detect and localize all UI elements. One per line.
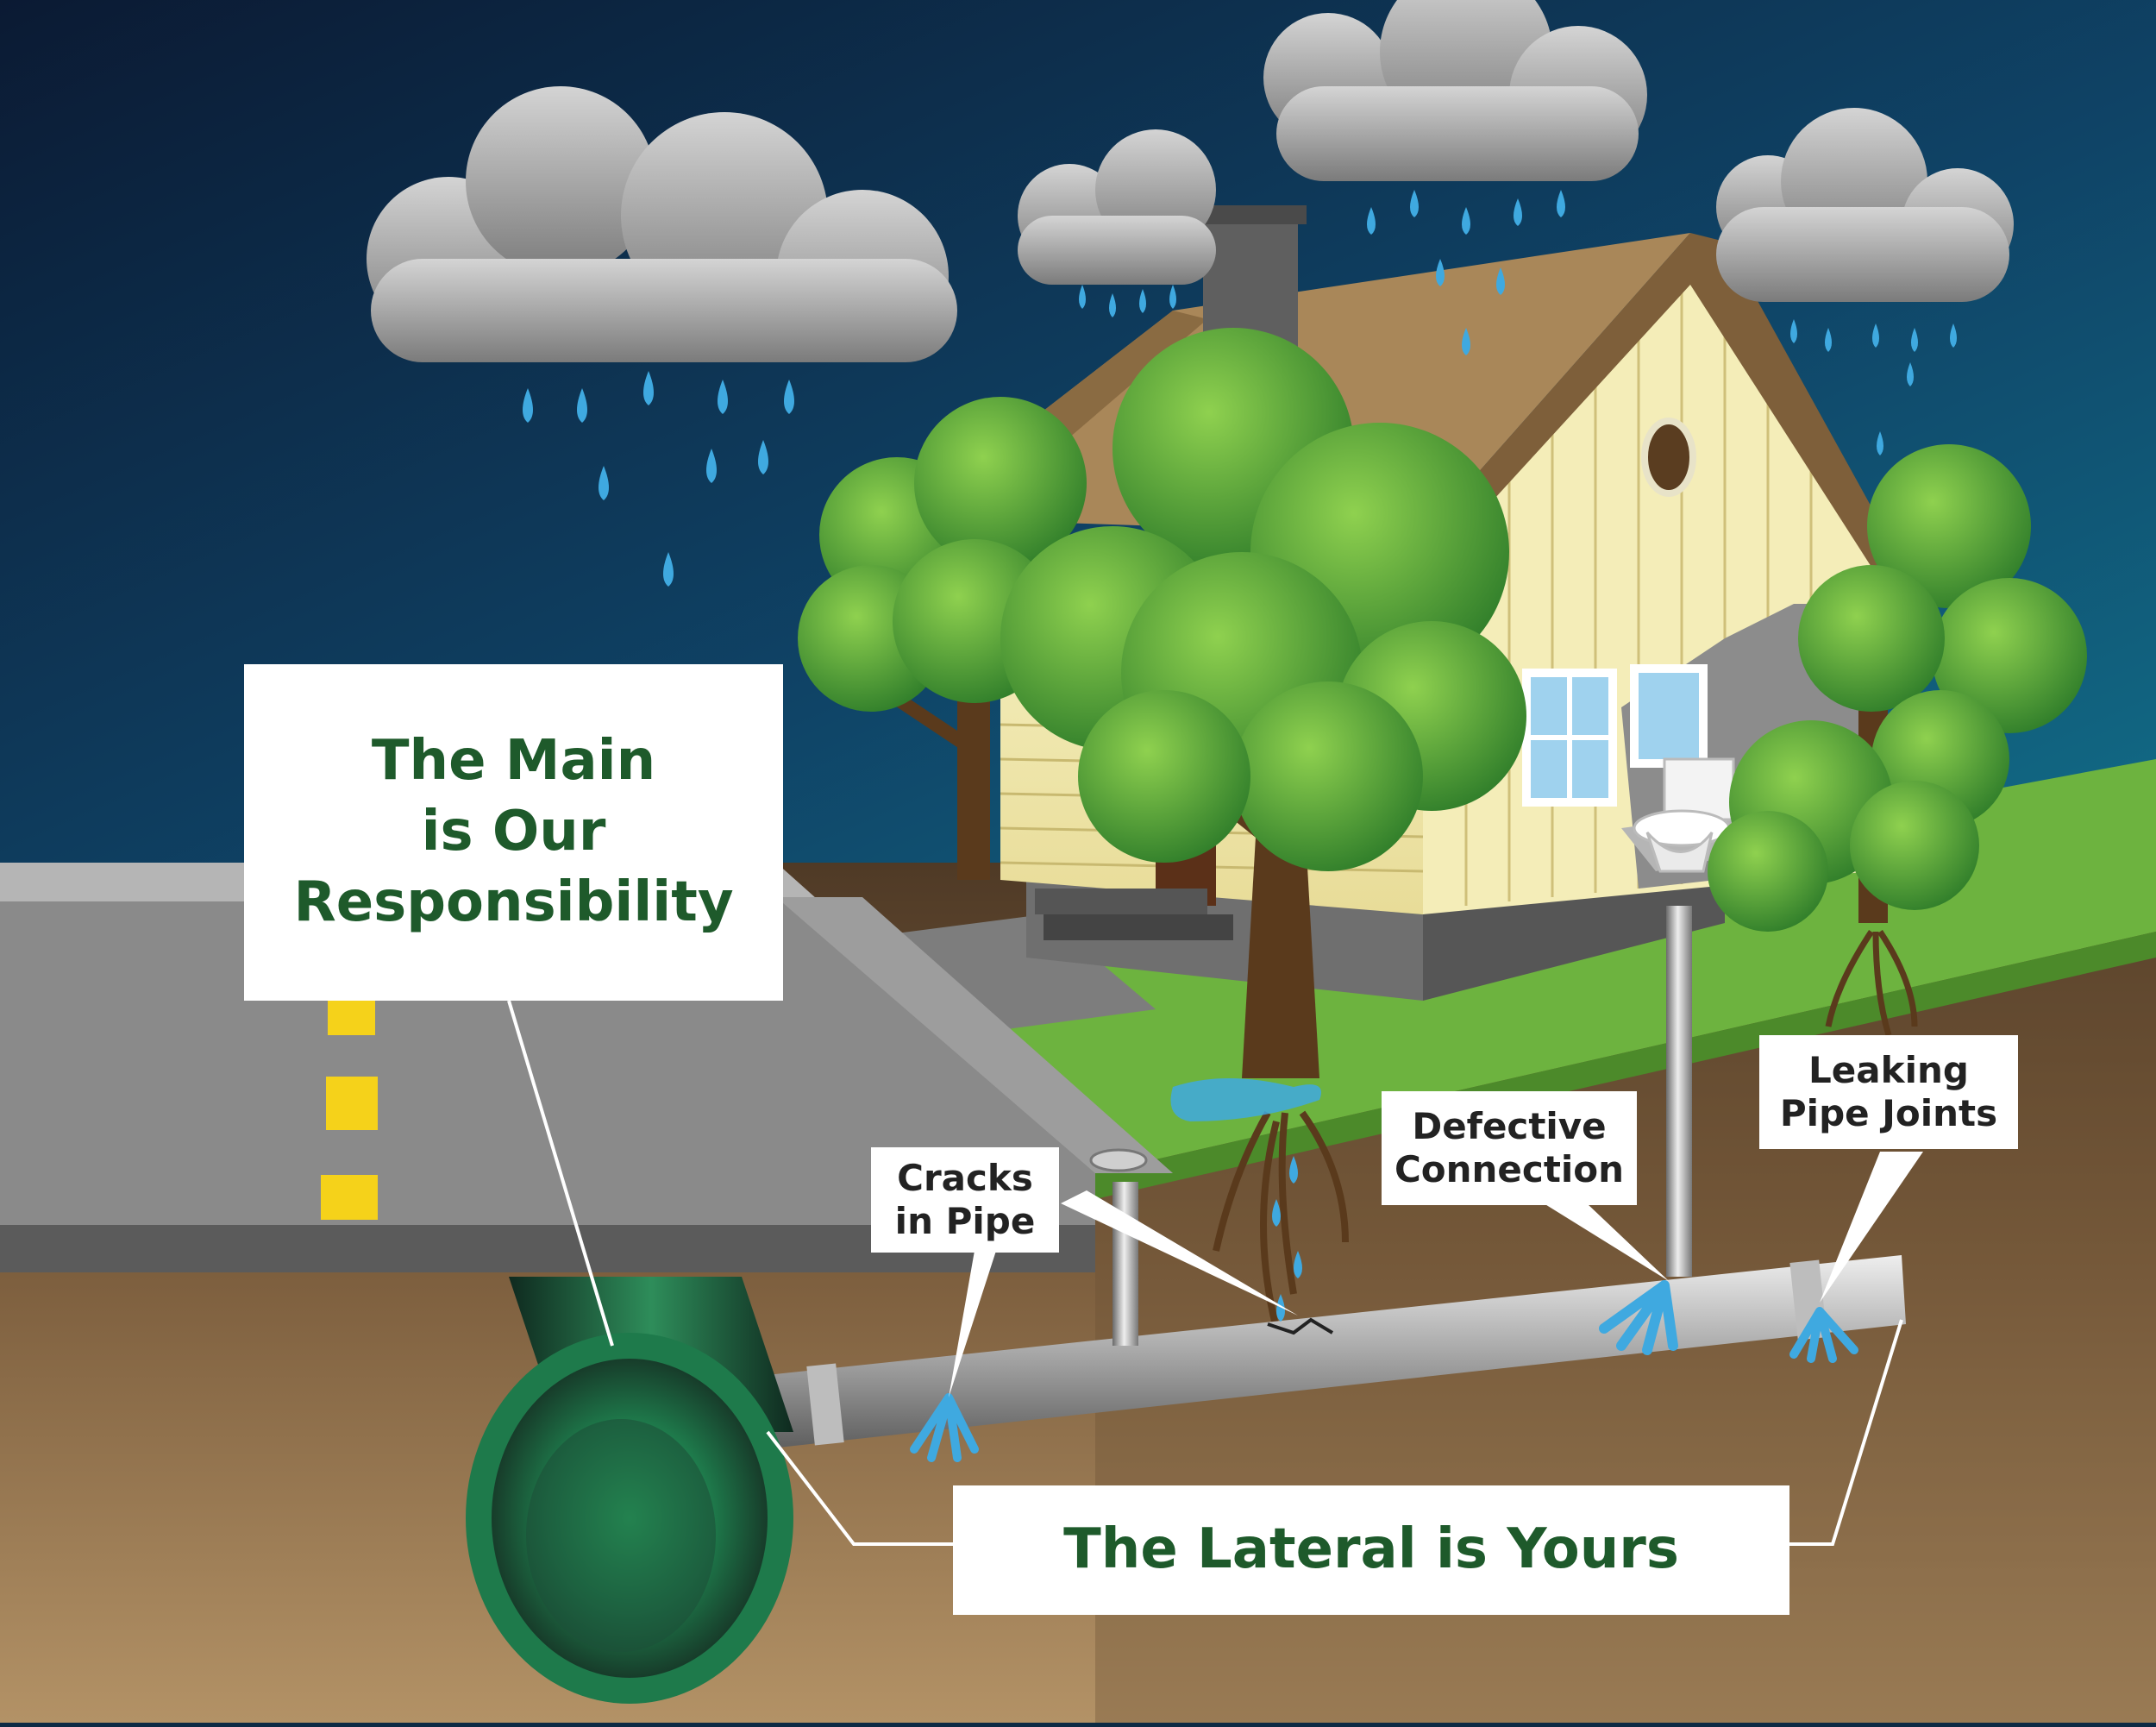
leaking-pipe-joints-label: Leaking Pipe Joints — [1759, 1035, 2018, 1149]
cracks-label-line: in Pipe — [894, 1200, 1036, 1242]
defective-label-line: Defective — [1412, 1105, 1607, 1148]
house-window — [1630, 664, 1708, 768]
cloud — [1263, 0, 1647, 181]
road-stripe — [321, 1175, 378, 1220]
cracks-in-pipe-label: Cracks in Pipe — [871, 1147, 1059, 1253]
pointer-lateral-left — [766, 1430, 953, 1546]
leak-joint — [1789, 1307, 1858, 1363]
callout-tail-cracks-2 — [1061, 1190, 1298, 1316]
sidewalk — [776, 897, 1173, 1173]
main-label-line: The Main — [371, 729, 656, 794]
leaking-label-line: Leaking — [1808, 1049, 1969, 1092]
main-label-line: is Our — [421, 800, 606, 864]
cloud — [1018, 129, 1216, 285]
lawn-edge — [1095, 932, 2156, 1199]
defective-label-line: Connection — [1394, 1148, 1625, 1190]
defective-connection-label: Defective Connection — [1382, 1091, 1637, 1205]
tree-right-roots — [1825, 930, 1918, 1037]
cloud — [1716, 108, 2014, 302]
house-steps — [1035, 889, 1207, 914]
pipe-joint — [806, 1363, 844, 1446]
attic-window — [1641, 418, 1696, 497]
main-responsibility-label: The Main is Our Responsibility — [244, 664, 783, 1001]
raindrops — [523, 190, 1957, 1322]
pointer-lateral-right — [1789, 1319, 1903, 1546]
leak-cracks — [910, 1393, 979, 1462]
tree-right — [1708, 444, 2087, 932]
house-roof-eave — [1423, 233, 1906, 574]
tree-center — [1000, 328, 1526, 1078]
road-curb — [0, 863, 1095, 1173]
house-drain-pipe — [1666, 906, 1692, 1277]
cleanout-pipe — [1112, 1182, 1138, 1346]
road-stripe — [326, 1077, 378, 1130]
cracks-label-line: Cracks — [897, 1157, 1033, 1200]
lateral-label: The Lateral is Yours — [953, 1485, 1789, 1615]
lateral-pipe — [759, 1255, 1906, 1449]
leaking-label-line: Pipe Joints — [1779, 1092, 1998, 1134]
pointer-main — [507, 1000, 614, 1347]
callout-tail-defective — [1544, 1203, 1669, 1281]
pipe-crack — [1267, 1317, 1334, 1335]
lateral-label-text: The Lateral is Yours — [1063, 1517, 1679, 1582]
house-steps — [1044, 914, 1233, 940]
cleanout-cap — [1089, 1148, 1148, 1172]
road-stripe — [328, 999, 375, 1035]
toilet-icon — [1633, 757, 1735, 873]
cloud — [367, 86, 957, 362]
main-label-line: Responsibility — [293, 870, 734, 934]
main-sewer-pipe — [466, 1277, 793, 1704]
chimney-top — [1194, 205, 1307, 224]
leak-connection — [1599, 1280, 1678, 1355]
callout-tail-leaking — [1820, 1152, 1923, 1303]
water-spill — [1170, 1078, 1321, 1121]
callout-tail-cracks — [949, 1251, 996, 1397]
